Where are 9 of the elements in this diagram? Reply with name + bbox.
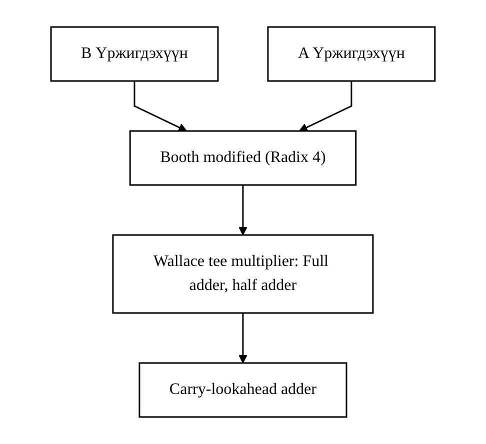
arrow: [238, 185, 248, 236]
node-box: Booth modified (Radix 4): [129, 130, 357, 186]
node-box: B Үржигдэхүүн: [50, 26, 219, 82]
node-box: A Үржигдэхүүн: [267, 26, 436, 82]
node-box: Carry-lookahead adder: [138, 362, 348, 418]
arrow: [298, 81, 352, 132]
node-box: Wallace tee multiplier: Full adder, half adder: [112, 234, 374, 314]
arrow: [238, 313, 248, 364]
arrow: [134, 81, 188, 132]
